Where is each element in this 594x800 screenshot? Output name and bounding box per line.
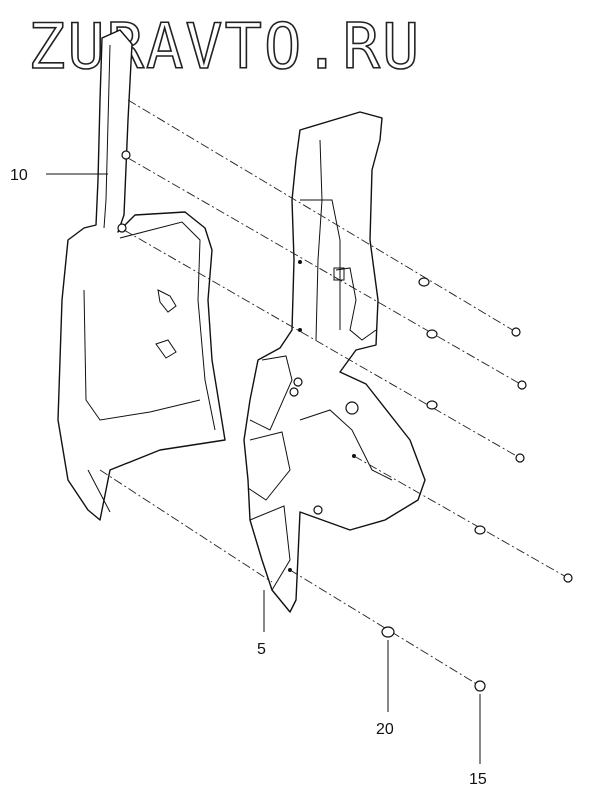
- washer: [418, 277, 430, 287]
- watermark-text: ZURAVTO.RU: [28, 10, 421, 83]
- callout-15: 15: [469, 771, 487, 788]
- screw: [563, 573, 573, 583]
- screw: [517, 380, 527, 390]
- callout-5: 5: [257, 641, 266, 658]
- left-trim-panel: [57, 29, 226, 521]
- callout-20: 20: [376, 721, 394, 738]
- screws: [474, 327, 573, 692]
- washer: [426, 329, 438, 339]
- washer: [426, 400, 438, 410]
- washer: [474, 525, 486, 535]
- screw: [515, 453, 525, 463]
- screw-15: [474, 680, 486, 692]
- center-pillar-panel: [243, 111, 426, 613]
- alignment-lines: [99, 99, 569, 687]
- screw: [511, 327, 521, 337]
- washers: [381, 277, 486, 638]
- callout-10: 10: [10, 167, 28, 184]
- washer-20: [381, 626, 395, 638]
